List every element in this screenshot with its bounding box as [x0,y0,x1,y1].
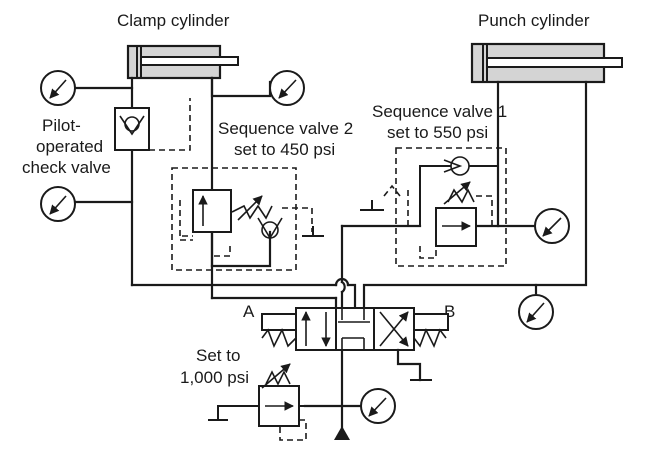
gauge-punch-cap [534,208,570,244]
relief-valve [208,363,307,441]
pressure-gauge-icon [269,70,305,106]
relief-label-2: 1,000 psi [180,368,249,387]
punch-cylinder [470,42,623,84]
port-a-label: A [243,302,255,321]
seq-valve-1-label-2: set to 550 psi [387,123,488,142]
pilot-check-label-1: Pilot- [42,116,81,135]
gauge-supply [360,388,396,424]
gauge-b-line [518,294,554,330]
seq-valve-2-label-2: set to 450 psi [234,140,335,159]
gauge-clamp-cap [40,70,76,106]
punch-cylinder-label: Punch cylinder [478,11,590,30]
clamp-cylinder [126,44,239,80]
sequence-valve-2 [171,167,324,271]
pilot-operated-check-valve [114,98,191,151]
clamp-cylinder-label: Clamp cylinder [117,11,230,30]
gauge-clamp-rod [269,70,305,106]
port-b-label: B [444,302,455,321]
pilot-check-label-2: operated [36,137,103,156]
seq-valve-2-label-1: Sequence valve 2 [218,119,353,138]
gauge-left-lower [40,186,76,222]
sequence-valve-1 [360,147,507,267]
pump [334,426,350,440]
seq-valve-1-label-1: Sequence valve 1 [372,102,507,121]
pump-triangle-icon [334,426,350,440]
pilot-check-label-3: check valve [22,158,111,177]
relief-label-1: Set to [196,346,240,365]
directional-control-valve [261,307,449,382]
